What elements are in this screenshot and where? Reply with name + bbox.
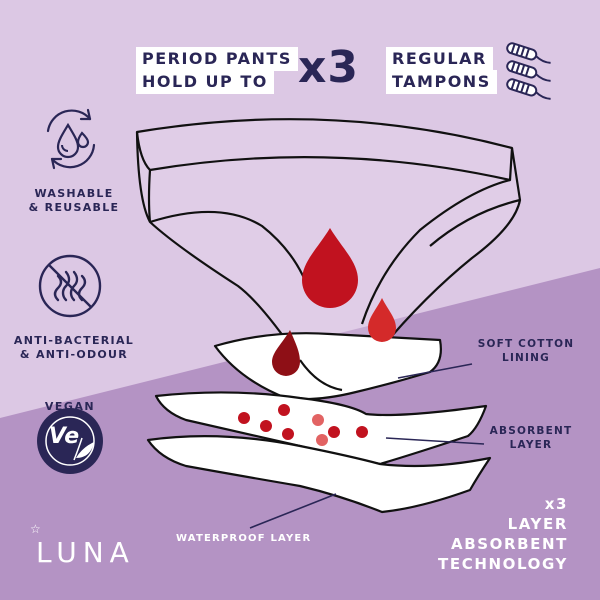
tech-line-1: x3 <box>544 495 568 513</box>
vegan-badge-mark: Ve <box>48 424 80 449</box>
vegan-badge-text: VEGAN <box>44 400 96 413</box>
brand-star-icon: ☆ <box>30 522 41 536</box>
headline-line-3: REGULAR <box>386 47 493 71</box>
headline-line-1: PERIOD PANTS <box>136 47 298 71</box>
feature-antibacterial-line-2: & ANTI-ODOUR <box>19 348 129 361</box>
headline-line-2: HOLD UP TO <box>136 70 274 94</box>
tech-line-3: ABSORBENT <box>450 535 568 553</box>
headline-line-4: TAMPONS <box>386 70 497 94</box>
tech-line-4: TECHNOLOGY <box>438 555 568 573</box>
layer-absorbent-line-1: ABSORBENT <box>489 425 573 437</box>
layer-soft-cotton-line-1: SOFT COTTON <box>477 338 575 350</box>
washable-reusable-icon <box>46 108 96 170</box>
brand-logo: LUNA <box>36 536 135 569</box>
layer-waterproof-label: WATERPROOF LAYER <box>176 533 312 544</box>
feature-washable-line-1: WASHABLE <box>34 187 114 200</box>
layer-absorbent-line-2: LAYER <box>509 439 553 451</box>
headline-multiplier: x3 <box>298 42 359 93</box>
feature-antibacterial-line-1: ANTI-BACTERIAL <box>13 334 135 347</box>
anti-bacterial-icon <box>38 254 102 318</box>
tech-line-2: LAYER <box>507 515 568 533</box>
layer-soft-cotton-line-2: LINING <box>502 352 550 364</box>
vegan-badge-icon <box>37 408 103 474</box>
feature-washable-line-2: & REUSABLE <box>28 201 120 214</box>
tampon-icon <box>506 42 551 100</box>
